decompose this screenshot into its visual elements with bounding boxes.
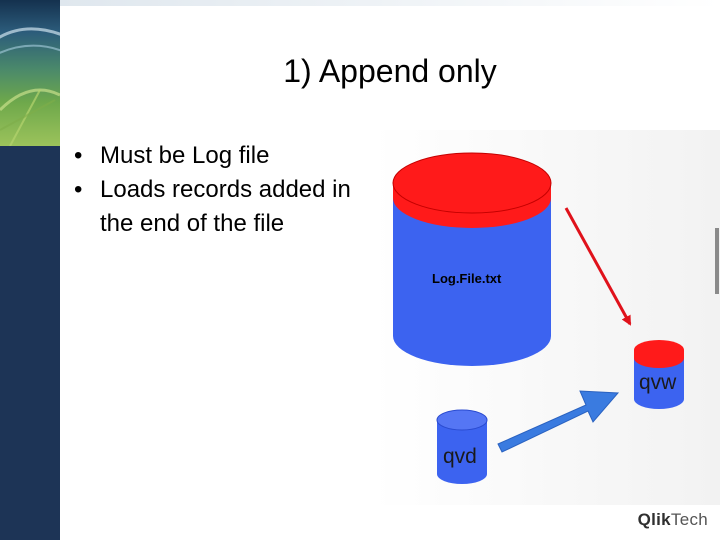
logfile-label: Log.File.txt xyxy=(432,271,502,286)
qvd-cylinder: qvd xyxy=(436,409,488,484)
logo-tech: Tech xyxy=(670,510,708,529)
scrollbar-thumb xyxy=(715,228,719,294)
bullet-item: • Loads records added in the end of the … xyxy=(72,173,362,241)
bullet-list: • Must be Log file • Loads records added… xyxy=(72,139,362,241)
bullet-item: • Must be Log file xyxy=(72,139,362,173)
bullet-dot: • xyxy=(74,176,83,203)
bullet-text: Loads records added in the end of the fi… xyxy=(100,176,351,237)
bullet-dot: • xyxy=(74,142,83,169)
red-arrow xyxy=(564,207,632,326)
qliktech-logo: QlikTech xyxy=(638,510,708,530)
left-decorative-band xyxy=(0,0,60,540)
bullet-text: Must be Log file xyxy=(100,142,270,169)
qvd-label: qvd xyxy=(443,445,477,468)
qvw-label: qvw xyxy=(639,371,677,394)
blue-arrow xyxy=(497,390,620,453)
nature-photo-strip xyxy=(0,0,60,146)
slide-title: 1) Append only xyxy=(283,53,497,89)
logo-qlik: Qlik xyxy=(637,510,671,529)
qvw-cylinder: qvw xyxy=(634,340,684,409)
top-strip xyxy=(60,0,720,6)
logfile-cylinder: Log.File.txt xyxy=(392,152,552,366)
